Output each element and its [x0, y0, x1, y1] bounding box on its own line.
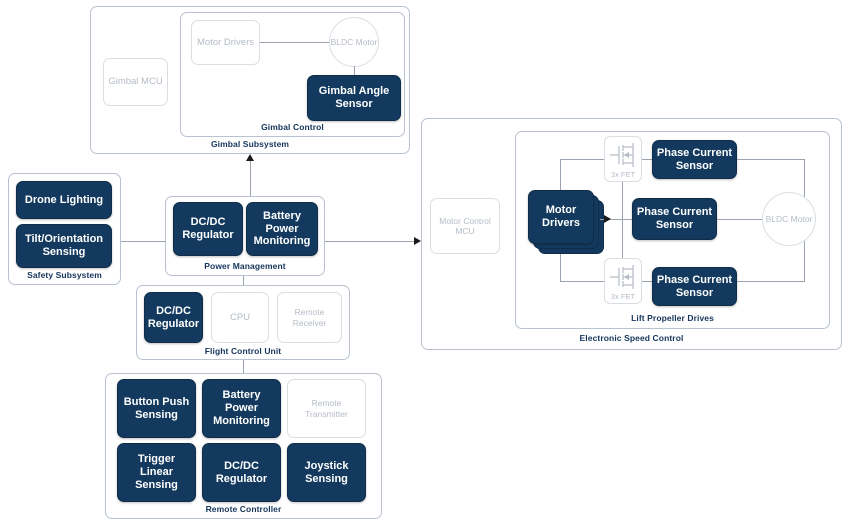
arrow-power-to-gimbal	[246, 154, 254, 161]
block-label-drone-lighting: Drone Lighting	[24, 193, 104, 206]
block-label-power-dcdc-regulator: DC/DC Regulator	[182, 216, 234, 241]
block-label-fcu-cpu: CPU	[229, 311, 251, 323]
wire-fet-bottom-to-sensor	[642, 281, 658, 282]
mosfet-arrow-icon	[624, 274, 629, 280]
block-phase-current-sensor-mid[interactable]: Phase Current Sensor	[632, 198, 717, 240]
block-label-remote-transmitter: Remote Transmitter	[305, 398, 348, 419]
block-battery-power-monitoring[interactable]: Battery Power Monitoring	[246, 202, 318, 256]
block-remote-transmitter[interactable]: Remote Transmitter	[287, 379, 366, 438]
block-button-push-sensing[interactable]: Button Push Sensing	[117, 379, 196, 438]
wire-fet-top-to-sensor	[642, 159, 658, 160]
block-phase-current-sensor-top[interactable]: Phase Current Sensor	[652, 140, 737, 179]
block-label-trigger-linear-sensing: Trigger Linear Sensing	[135, 453, 178, 491]
motor-drivers-layer-front: Motor Drivers	[528, 190, 594, 244]
wire-driver-bus-to-fet-top	[560, 159, 605, 160]
block-label-gimbal-bldc-motor: BLDC Motor	[330, 36, 378, 47]
block-label-battery-power-monitoring: Battery Power Monitoring	[253, 209, 311, 248]
group-label-flight-control-unit: Flight Control Unit	[204, 346, 282, 356]
block-label-phase-current-sensor-bottom: Phase Current Sensor	[656, 273, 733, 299]
block-gimbal-mcu[interactable]: Gimbal MCU	[103, 58, 168, 106]
block-drone-lighting[interactable]: Drone Lighting	[16, 181, 112, 219]
group-label-gimbal-subsystem: Gimbal Subsystem	[210, 139, 290, 149]
block-label-fet-top: 3x FET	[610, 170, 636, 179]
group-label-gimbal-control: Gimbal Control	[261, 122, 324, 132]
block-label-button-push-sensing: Button Push Sensing	[123, 395, 190, 421]
block-label-rc-dcdc-regulator: DC/DC Regulator	[215, 459, 268, 485]
block-tilt-orientation-sensing[interactable]: Tilt/Orientation Sensing	[16, 224, 112, 268]
block-power-dcdc-regulator[interactable]: DC/DC Regulator	[173, 202, 243, 256]
wire-gimbal-motor-to-angle-sensor	[354, 66, 355, 76]
wire-drivers-to-mid-sensor	[600, 219, 638, 220]
block-phase-current-sensor-bottom[interactable]: Phase Current Sensor	[652, 267, 737, 306]
arrow-drivers-to-mid-sensor	[604, 215, 611, 223]
block-label-phase-current-sensor-mid: Phase Current Sensor	[636, 206, 713, 231]
block-esc-motor-drivers[interactable]: Motor Drivers	[528, 190, 604, 254]
group-label-electronic-speed-control: Electronic Speed Control	[579, 333, 684, 343]
arrow-power-to-esc	[414, 237, 421, 245]
wire-sensor-mid-to-motor	[717, 219, 762, 220]
block-label-motor-control-mcu: Motor Control MCU	[439, 215, 491, 236]
block-label-fet-bottom: 3x FET	[610, 292, 636, 301]
group-label-power-management: Power Management	[204, 261, 286, 271]
block-label-joystick-sensing: Joystick Sensing	[304, 459, 349, 485]
block-label-gimbal-motor-drivers: Motor Drivers	[196, 36, 254, 48]
block-label-phase-current-sensor-top: Phase Current Sensor	[656, 146, 733, 172]
block-rc-dcdc-regulator[interactable]: DC/DC Regulator	[202, 443, 281, 502]
block-label-gimbal-mcu: Gimbal MCU	[108, 76, 163, 88]
wire-fcu-to-remote-controller	[243, 360, 244, 373]
block-trigger-linear-sensing[interactable]: Trigger Linear Sensing	[117, 443, 196, 502]
wire-power-to-gimbal	[250, 160, 251, 200]
block-label-fcu-remote-receiver: Remote Receiver	[292, 307, 327, 328]
wire-sensor-bottom-to-bus	[737, 281, 805, 282]
block-joystick-sensing[interactable]: Joystick Sensing	[287, 443, 366, 502]
mosfet-symbol-icon	[610, 265, 634, 289]
block-fet-bottom[interactable]: 3x FET	[604, 258, 642, 304]
mosfet-symbol-icon	[610, 143, 634, 167]
block-label-esc-motor-drivers: Motor Drivers	[542, 204, 580, 229]
block-rc-battery-power-monitoring[interactable]: Battery Power Monitoring	[202, 379, 281, 438]
block-label-tilt-orientation-sensing: Tilt/Orientation Sensing	[24, 233, 104, 258]
wire-sensor-top-to-bus	[737, 159, 805, 160]
group-label-lift-propeller-drives: Lift Propeller Drives	[631, 313, 714, 323]
wire-safety-to-power	[121, 241, 166, 242]
wire-driver-bus-to-fet-bottom	[560, 281, 605, 282]
block-motor-control-mcu[interactable]: Motor Control MCU	[430, 198, 500, 254]
wire-power-to-fcu	[243, 276, 244, 285]
wire-gimbal-drivers-to-motor	[260, 42, 330, 43]
wire-power-to-esc	[325, 241, 420, 242]
block-fcu-dcdc-regulator[interactable]: DC/DC Regulator	[144, 292, 203, 343]
block-gimbal-bldc-motor[interactable]: BLDC Motor	[329, 17, 379, 67]
block-gimbal-angle-sensor[interactable]: Gimbal Angle Sensor	[307, 75, 401, 121]
group-label-safety-subsystem: Safety Subsystem	[27, 270, 102, 280]
group-label-remote-controller: Remote Controller	[205, 504, 282, 514]
mosfet-arrow-icon	[624, 152, 629, 158]
block-label-fcu-dcdc-regulator: DC/DC Regulator	[147, 304, 200, 330]
wire-fet-spine	[622, 182, 623, 258]
block-label-esc-bldc-motor: BLDC Motor	[765, 213, 813, 224]
block-label-rc-battery-power-monitoring: Battery Power Monitoring	[213, 389, 270, 427]
block-gimbal-motor-drivers[interactable]: Motor Drivers	[191, 20, 260, 65]
block-esc-bldc-motor[interactable]: BLDC Motor	[762, 192, 816, 246]
block-fet-top[interactable]: 3x FET	[604, 136, 642, 182]
block-fcu-remote-receiver[interactable]: Remote Receiver	[277, 292, 342, 343]
block-fcu-cpu[interactable]: CPU	[211, 292, 269, 343]
block-label-gimbal-angle-sensor: Gimbal Angle Sensor	[318, 85, 390, 110]
